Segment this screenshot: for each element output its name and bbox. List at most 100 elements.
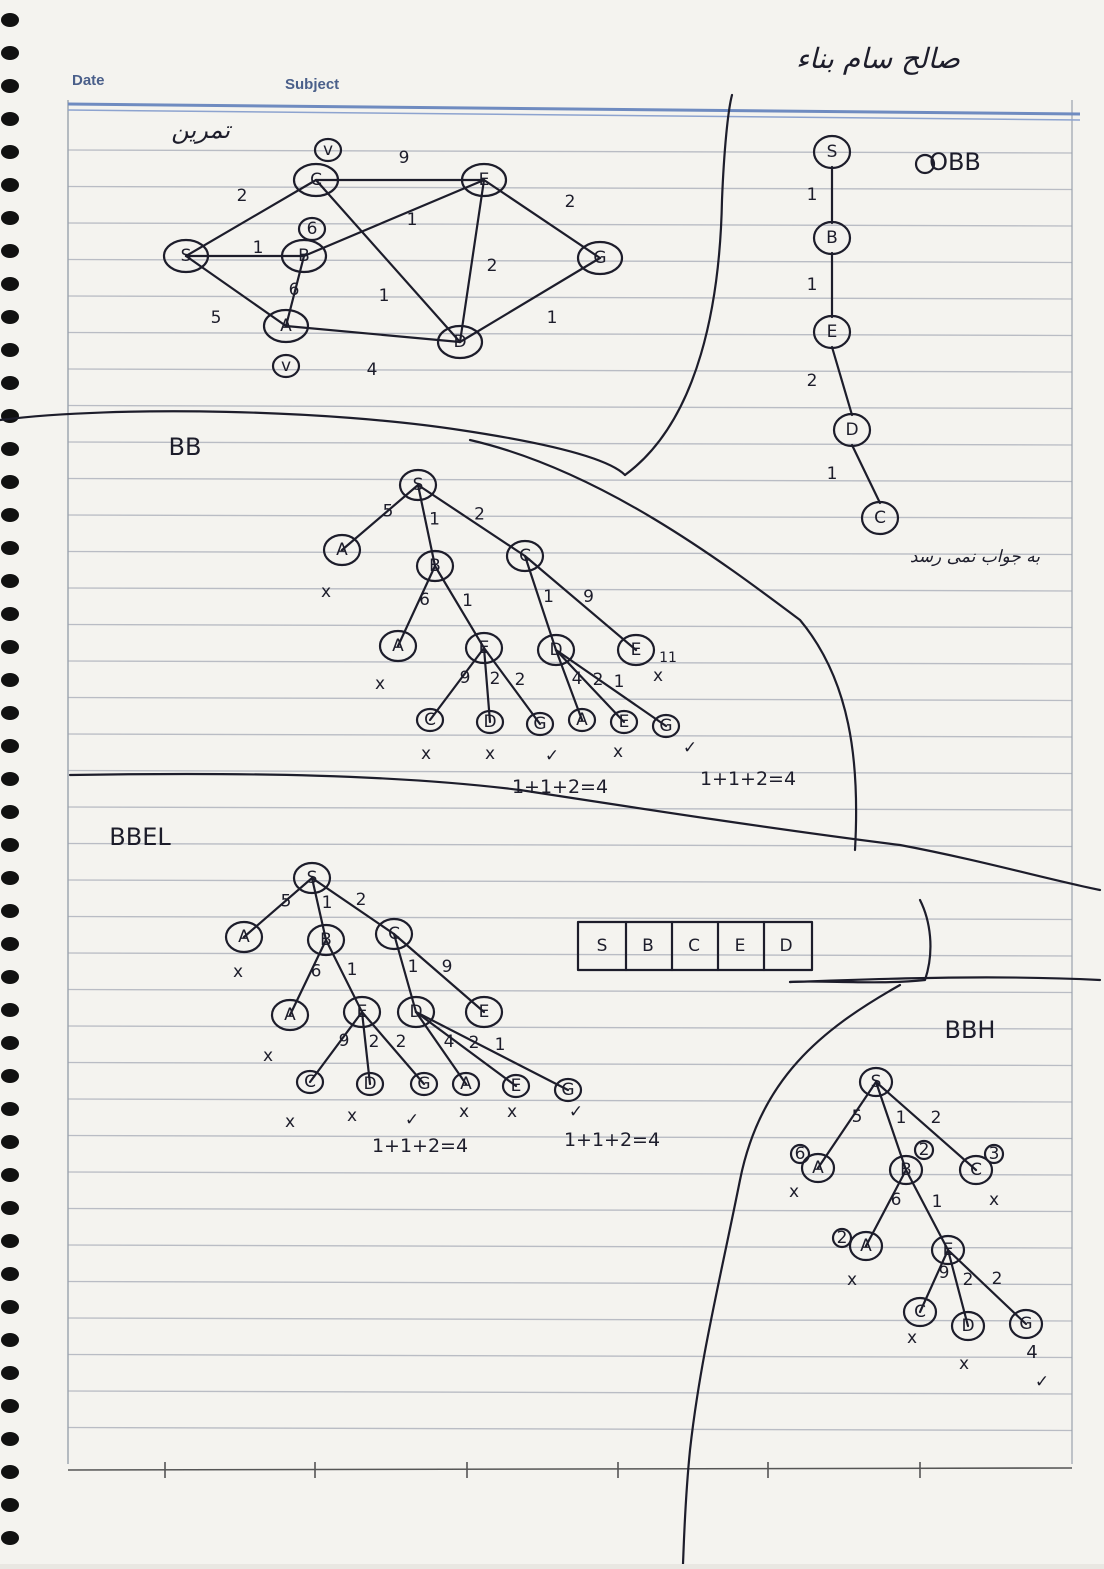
bbh-node-d1: D xyxy=(950,1310,986,1342)
bbel-mark-6: x xyxy=(507,1102,517,1122)
bbh-badge-0: 6 xyxy=(789,1143,811,1165)
node-label: E xyxy=(479,638,490,658)
bb-node-D1: D xyxy=(536,633,576,667)
rule-line xyxy=(67,368,1073,373)
bbel-edge-D1-a1 xyxy=(414,1010,468,1086)
rule-line xyxy=(67,185,1073,191)
graph-node-B: B xyxy=(280,238,328,274)
bbel-node-B: B xyxy=(306,923,346,957)
node-circle xyxy=(162,238,210,274)
node-circle xyxy=(355,1071,385,1097)
spiral-ring xyxy=(1,1366,19,1380)
bbh-mark-2: x xyxy=(847,1270,857,1290)
bb-edge-D1-a1 xyxy=(554,648,584,722)
node-label: D xyxy=(549,640,562,660)
bb-edge-C-D1 xyxy=(523,554,558,652)
node-circle xyxy=(415,707,445,733)
spiral-ring xyxy=(1,1102,19,1116)
node-label: E xyxy=(827,322,838,342)
node-circle xyxy=(505,539,545,573)
rule-line xyxy=(67,1426,1073,1432)
bb-sum-right: 1+1+2=4 xyxy=(700,768,796,790)
bottom-ticks xyxy=(67,1462,1073,1478)
bbh-badge-2: 3 xyxy=(983,1143,1005,1165)
graph-badge-0: v xyxy=(313,137,343,163)
edge-weight-C-E: 9 xyxy=(399,148,410,168)
spiral-ring xyxy=(1,1432,19,1446)
node-circle xyxy=(553,1077,583,1103)
bb-mark-2: x xyxy=(421,744,431,764)
node-circle xyxy=(280,238,328,274)
spiral-ring xyxy=(1,1234,19,1248)
bb-edge-D1-g2 xyxy=(554,648,668,728)
bb-leaf-c1: C xyxy=(415,707,445,733)
bbh-goal-cost: 4 xyxy=(1026,1342,1037,1363)
rule-line xyxy=(67,696,1073,702)
spiral-ring xyxy=(1,607,19,621)
graph-badge-2: v xyxy=(271,353,301,379)
node-label: S xyxy=(413,475,424,495)
spiral-ring xyxy=(1,79,19,93)
node-circle xyxy=(313,137,343,163)
node-label: E xyxy=(357,1002,368,1022)
bbh-mark-4: x xyxy=(959,1354,969,1374)
obb-node-D: D xyxy=(832,412,872,448)
spiral-ring xyxy=(1,442,19,456)
node-circle xyxy=(292,861,332,895)
obb-weight-3: 1 xyxy=(827,464,838,484)
spiral-ring xyxy=(1,1399,19,1413)
bb-leaf-e1: E xyxy=(609,709,639,735)
edge-E-G xyxy=(482,178,602,260)
spiral-ring xyxy=(1,640,19,654)
node-circle xyxy=(322,533,362,567)
node-circle xyxy=(888,1154,924,1186)
node-circle xyxy=(306,923,346,957)
spiral-ring xyxy=(1,343,19,357)
bb-leaf-g1: G xyxy=(525,711,555,737)
bbh-node-C: C xyxy=(958,1154,994,1186)
node-circle xyxy=(464,631,504,665)
list-box-frame xyxy=(576,920,814,972)
rule-line xyxy=(67,1025,1073,1030)
bbel-leaf-g2: G xyxy=(553,1077,583,1103)
bb-edge-C-E2 xyxy=(523,554,638,652)
bbel-weight-c1: 9 xyxy=(339,1031,350,1051)
spiral-ring xyxy=(1,1333,19,1347)
node-circle xyxy=(262,308,310,344)
spiral-ring xyxy=(1,112,19,126)
bb-weight-g1: 2 xyxy=(515,670,526,690)
bbel-node-D1: D xyxy=(396,995,436,1029)
bbh-badge-1: 2 xyxy=(913,1139,935,1161)
spiral-ring xyxy=(1,1300,19,1314)
node-label: C xyxy=(304,1072,316,1092)
node-label: C xyxy=(519,546,531,566)
rule-line xyxy=(67,1280,1073,1286)
spiral-ring xyxy=(1,13,19,27)
bbh-weight-c1: 9 xyxy=(939,1263,950,1283)
node-circle xyxy=(902,1296,938,1328)
edge-weight-S-A: 5 xyxy=(211,308,222,328)
node-label: 6 xyxy=(795,1144,806,1164)
rule-line xyxy=(67,660,1073,665)
node-label: D xyxy=(363,1074,376,1094)
bbel-mark-0: x xyxy=(233,962,243,982)
node-label: C xyxy=(874,508,886,528)
bbel-sum-right: 1+1+2=4 xyxy=(564,1129,660,1151)
rule-line xyxy=(67,587,1073,592)
spiral-ring xyxy=(1,508,19,522)
bbh-node-S: S xyxy=(858,1066,894,1098)
bbel-mark-7: ✓ xyxy=(569,1102,583,1122)
node-label: C xyxy=(970,1160,982,1180)
spiral-ring xyxy=(1,805,19,819)
section-dividers xyxy=(0,93,1102,1566)
bbh-node-G: G xyxy=(1008,1308,1044,1340)
rule-line xyxy=(67,149,1073,154)
rule-line xyxy=(67,806,1073,811)
node-label: E xyxy=(479,1002,490,1022)
spiral-ring xyxy=(1,475,19,489)
node-circle xyxy=(858,1066,894,1098)
rule-line xyxy=(67,879,1073,884)
